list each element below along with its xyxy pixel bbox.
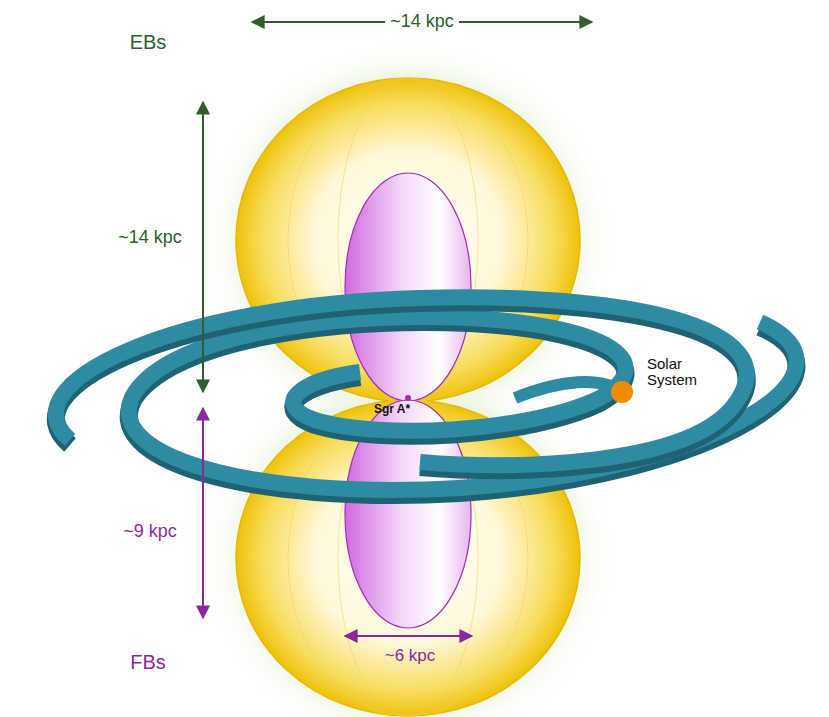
dimension-label: ~14 kpc: [113, 228, 187, 248]
group-name: FBs: [130, 651, 166, 673]
group-name: EBs: [130, 31, 167, 53]
dimension-label: ~14 kpc: [385, 12, 459, 32]
location-label: Solar System: [647, 356, 709, 389]
dimension-label: ~6 kpc: [385, 647, 436, 666]
source-label: Sgr A*: [374, 403, 410, 416]
dimension-label: ~9 kpc: [118, 522, 182, 542]
